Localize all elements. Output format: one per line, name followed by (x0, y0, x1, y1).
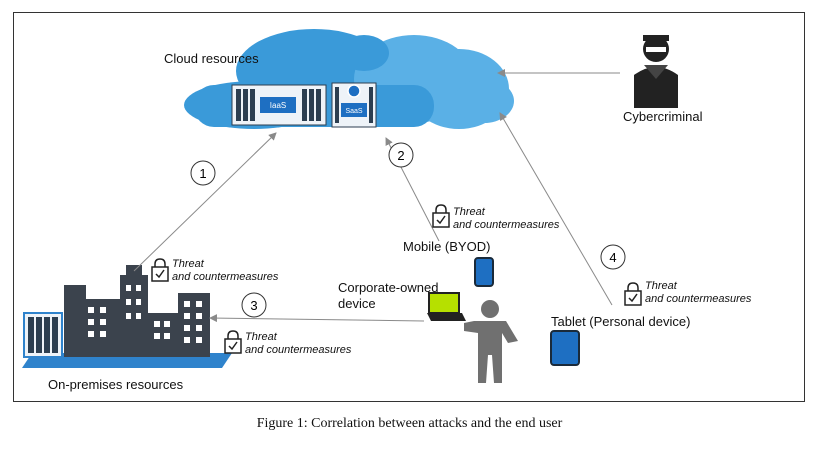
threat-subtitle: and countermeasures (245, 344, 352, 356)
step-2-badge: 2 (388, 142, 414, 168)
step-1-badge: 1 (190, 160, 216, 186)
lock-icon (624, 282, 642, 306)
threat-title: Threat (172, 258, 204, 270)
threat-subtitle: and countermeasures (453, 219, 560, 231)
iaas-label: IaaS (270, 101, 286, 110)
corporate-device-label-line2: device (338, 296, 376, 311)
saas-label: SaaS (345, 108, 362, 115)
corporate-user-icon (464, 300, 518, 383)
threat-annotation-on-premises: Threat and countermeasures (245, 331, 351, 357)
diagram-canvas: IaaS SaaS (22, 29, 678, 383)
lock-icon (432, 204, 450, 228)
mobile-byod-label: Mobile (BYOD) (403, 239, 491, 254)
arrow-4 (499, 112, 613, 306)
step-3-badge: 3 (241, 292, 267, 318)
mobile-phone-icon (474, 257, 494, 287)
figure-caption: Figure 1: Correlation between attacks an… (256, 416, 563, 431)
cybercriminal-icon (634, 35, 678, 108)
laptop-icon (427, 292, 466, 321)
tablet-icon (550, 330, 580, 366)
step-4-number: 4 (609, 250, 616, 265)
saas-server-icon (331, 82, 377, 128)
step-4-badge: 4 (600, 244, 626, 270)
tablet-label: Tablet (Personal device) (551, 314, 691, 329)
threat-annotation-mobile: Threat and countermeasures (453, 206, 559, 232)
step-3-number: 3 (250, 298, 257, 313)
threat-title: Threat (453, 206, 485, 218)
iaas-server-icon (231, 84, 327, 126)
threat-subtitle: and countermeasures (645, 293, 752, 305)
threat-annotation-cloud-link: Threat and countermeasures (172, 258, 278, 284)
step-1-number: 1 (199, 166, 206, 181)
on-premises-buildings-icon (22, 265, 232, 368)
threat-title: Threat (645, 280, 677, 292)
lock-icon (224, 330, 242, 354)
step-2-number: 2 (397, 148, 404, 163)
diagram-frame: IaaS SaaS (13, 12, 805, 402)
threat-subtitle: and countermeasures (172, 271, 279, 283)
threat-title: Threat (245, 331, 277, 343)
corporate-device-label-line1: Corporate-owned (338, 280, 439, 295)
threat-annotation-tablet: Threat and countermeasures (645, 280, 751, 306)
cloud-resources-label: Cloud resources (164, 51, 259, 66)
arrow-1 (133, 132, 277, 272)
lock-icon (151, 258, 169, 282)
arrow-3 (209, 314, 425, 323)
on-premises-label: On-premises resources (48, 377, 184, 392)
cybercriminal-label: Cybercriminal (623, 109, 703, 124)
